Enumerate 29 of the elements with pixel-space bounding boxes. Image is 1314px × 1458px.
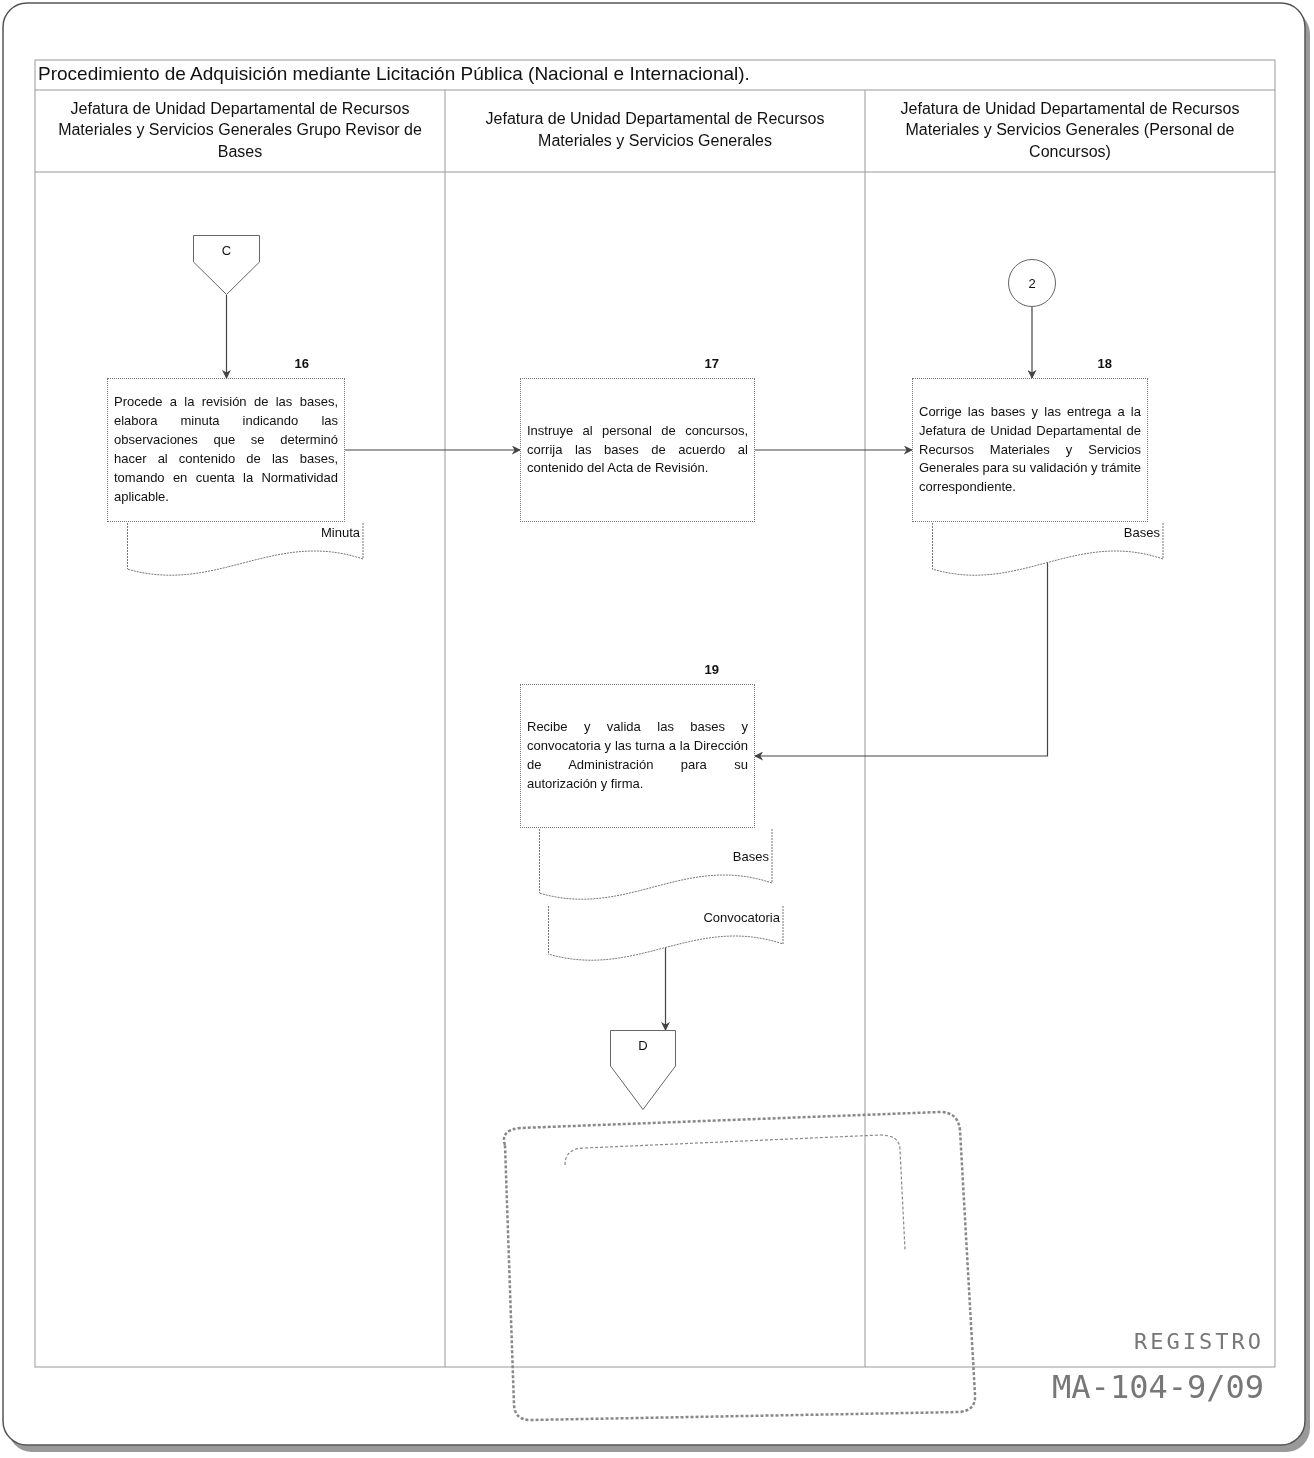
connector-label: D	[637, 1038, 649, 1053]
registration-stamp-text: MA-104-9/09	[1052, 1371, 1264, 1403]
step-number: 16	[294, 356, 309, 371]
diagram-title: Procedimiento de Adquisición mediante Licitación Pública (Nacional e Internacional).	[38, 63, 750, 85]
step-number: 17	[704, 356, 719, 371]
arrow	[222, 294, 231, 379]
arrow	[754, 445, 913, 455]
step-description: Instruye al personal de concursos, corrija las bases de acuerdo al contenido del Acta de Revisión.	[527, 421, 748, 478]
off-page-connector	[610, 1030, 676, 1110]
document-label: Bases	[732, 849, 769, 865]
step-number: 19	[704, 662, 719, 677]
step-description: Corrige las bases y las entrega a la Jefatura de Unidad Departamental de Recursos Materiales y Servicios Generales para su validación y trámite correspondiente.	[919, 402, 1141, 497]
document-label: Bases	[1123, 525, 1160, 541]
connector-label: 2	[1028, 275, 1036, 291]
lane-header: Jefatura de Unidad Departamental de Recursos Materiales y Servicios Generales (Personal de Concursos)	[899, 98, 1241, 162]
document-label: Convocatoria	[703, 910, 780, 926]
step-number: 18	[1097, 356, 1112, 371]
lane-header: Jefatura de Unidad Departamental de Recursos Materiales y Servicios Generales	[484, 109, 826, 151]
arrow	[661, 946, 670, 1031]
connector-label: C	[220, 243, 233, 258]
step-description: Procede a la revisión de las bases, elabora minuta indicando las observaciones que se determinó hacer al contenido de las bases, tomando en cuenta la Normatividad aplicable.	[114, 393, 338, 506]
step-description: Recibe y valida las bases y convocatoria y las turna a la Dirección de Administración para su autorización y firma.	[527, 718, 748, 793]
lane-header: Jefatura de Unidad Departamental de Recursos Materiales y Servicios Generales Grupo Revisor de Bases	[57, 98, 423, 162]
arrow	[754, 561, 1049, 761]
arrow	[344, 445, 521, 455]
arrow	[1027, 306, 1037, 379]
registration-stamp-text: REGISTRO	[1134, 1331, 1264, 1353]
document-label: Minuta	[320, 525, 360, 541]
off-page-connector	[193, 235, 260, 295]
